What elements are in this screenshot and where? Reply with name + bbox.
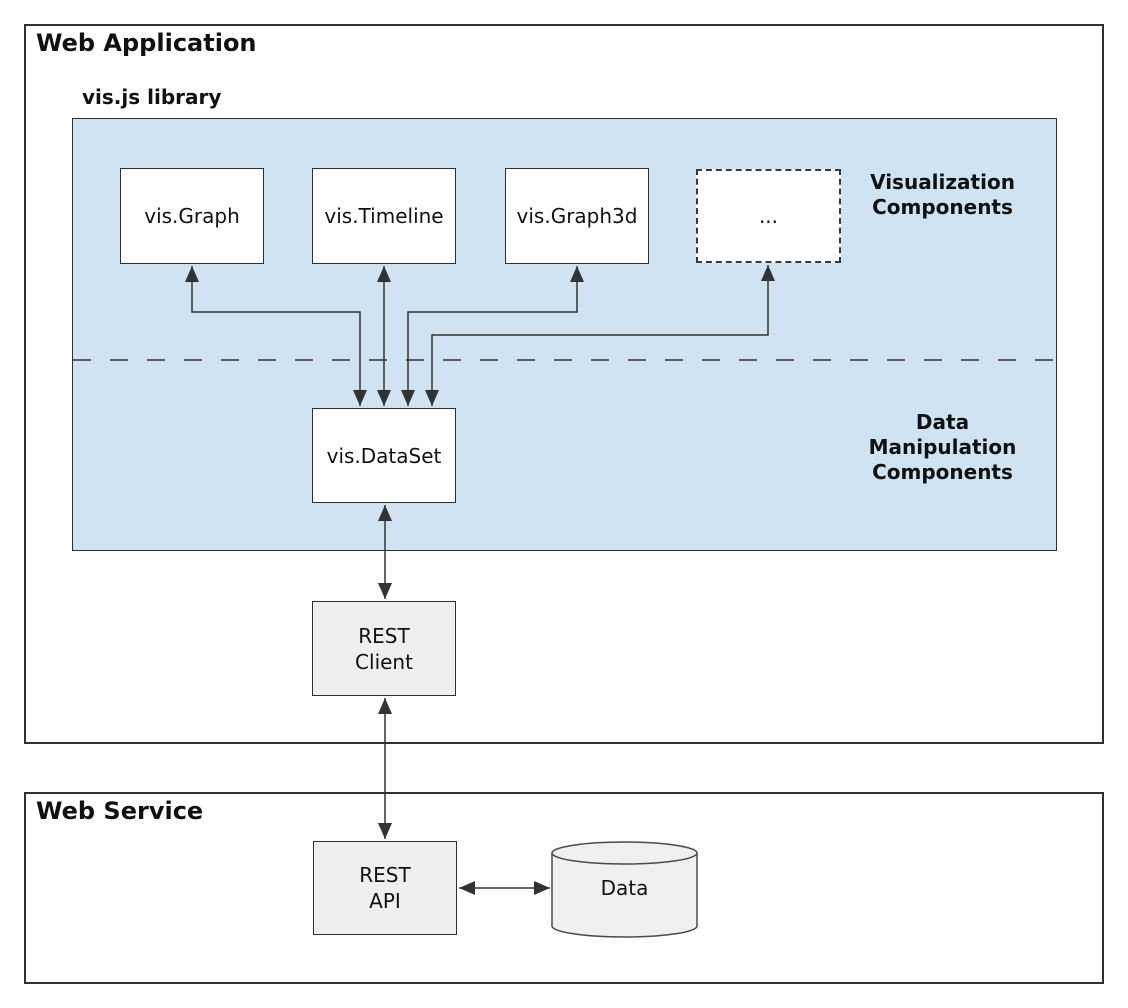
node-rest-client: REST Client bbox=[312, 601, 456, 696]
node-data-store-label: Data bbox=[600, 876, 649, 900]
node-vis-timeline: vis.Timeline bbox=[312, 168, 456, 264]
node-vis-dataset-label: vis.DataSet bbox=[326, 443, 442, 468]
node-vis-graph3d-label: vis.Graph3d bbox=[516, 204, 638, 228]
node-vis-graph-label: vis.Graph bbox=[144, 204, 240, 228]
node-vis-timeline-label: vis.Timeline bbox=[324, 204, 444, 228]
node-vis-graph3d: vis.Graph3d bbox=[505, 168, 649, 264]
visualization-components-label: Visualization Components bbox=[870, 170, 1015, 219]
node-rest-client-label: REST Client bbox=[355, 623, 413, 674]
node-vis-dataset: vis.DataSet bbox=[312, 408, 456, 503]
node-rest-api-label: REST API bbox=[359, 863, 411, 913]
data-manipulation-components-label: Data Manipulation Components bbox=[868, 410, 1017, 484]
node-vis-graph: vis.Graph bbox=[120, 168, 264, 264]
node-rest-api: REST API bbox=[313, 841, 457, 935]
visjs-library-label: vis.js library bbox=[82, 85, 222, 109]
web-application-title: Web Application bbox=[36, 29, 257, 57]
node-more-components: ... bbox=[696, 169, 841, 263]
web-service-title: Web Service bbox=[36, 797, 204, 825]
node-more-components-label: ... bbox=[758, 204, 779, 228]
